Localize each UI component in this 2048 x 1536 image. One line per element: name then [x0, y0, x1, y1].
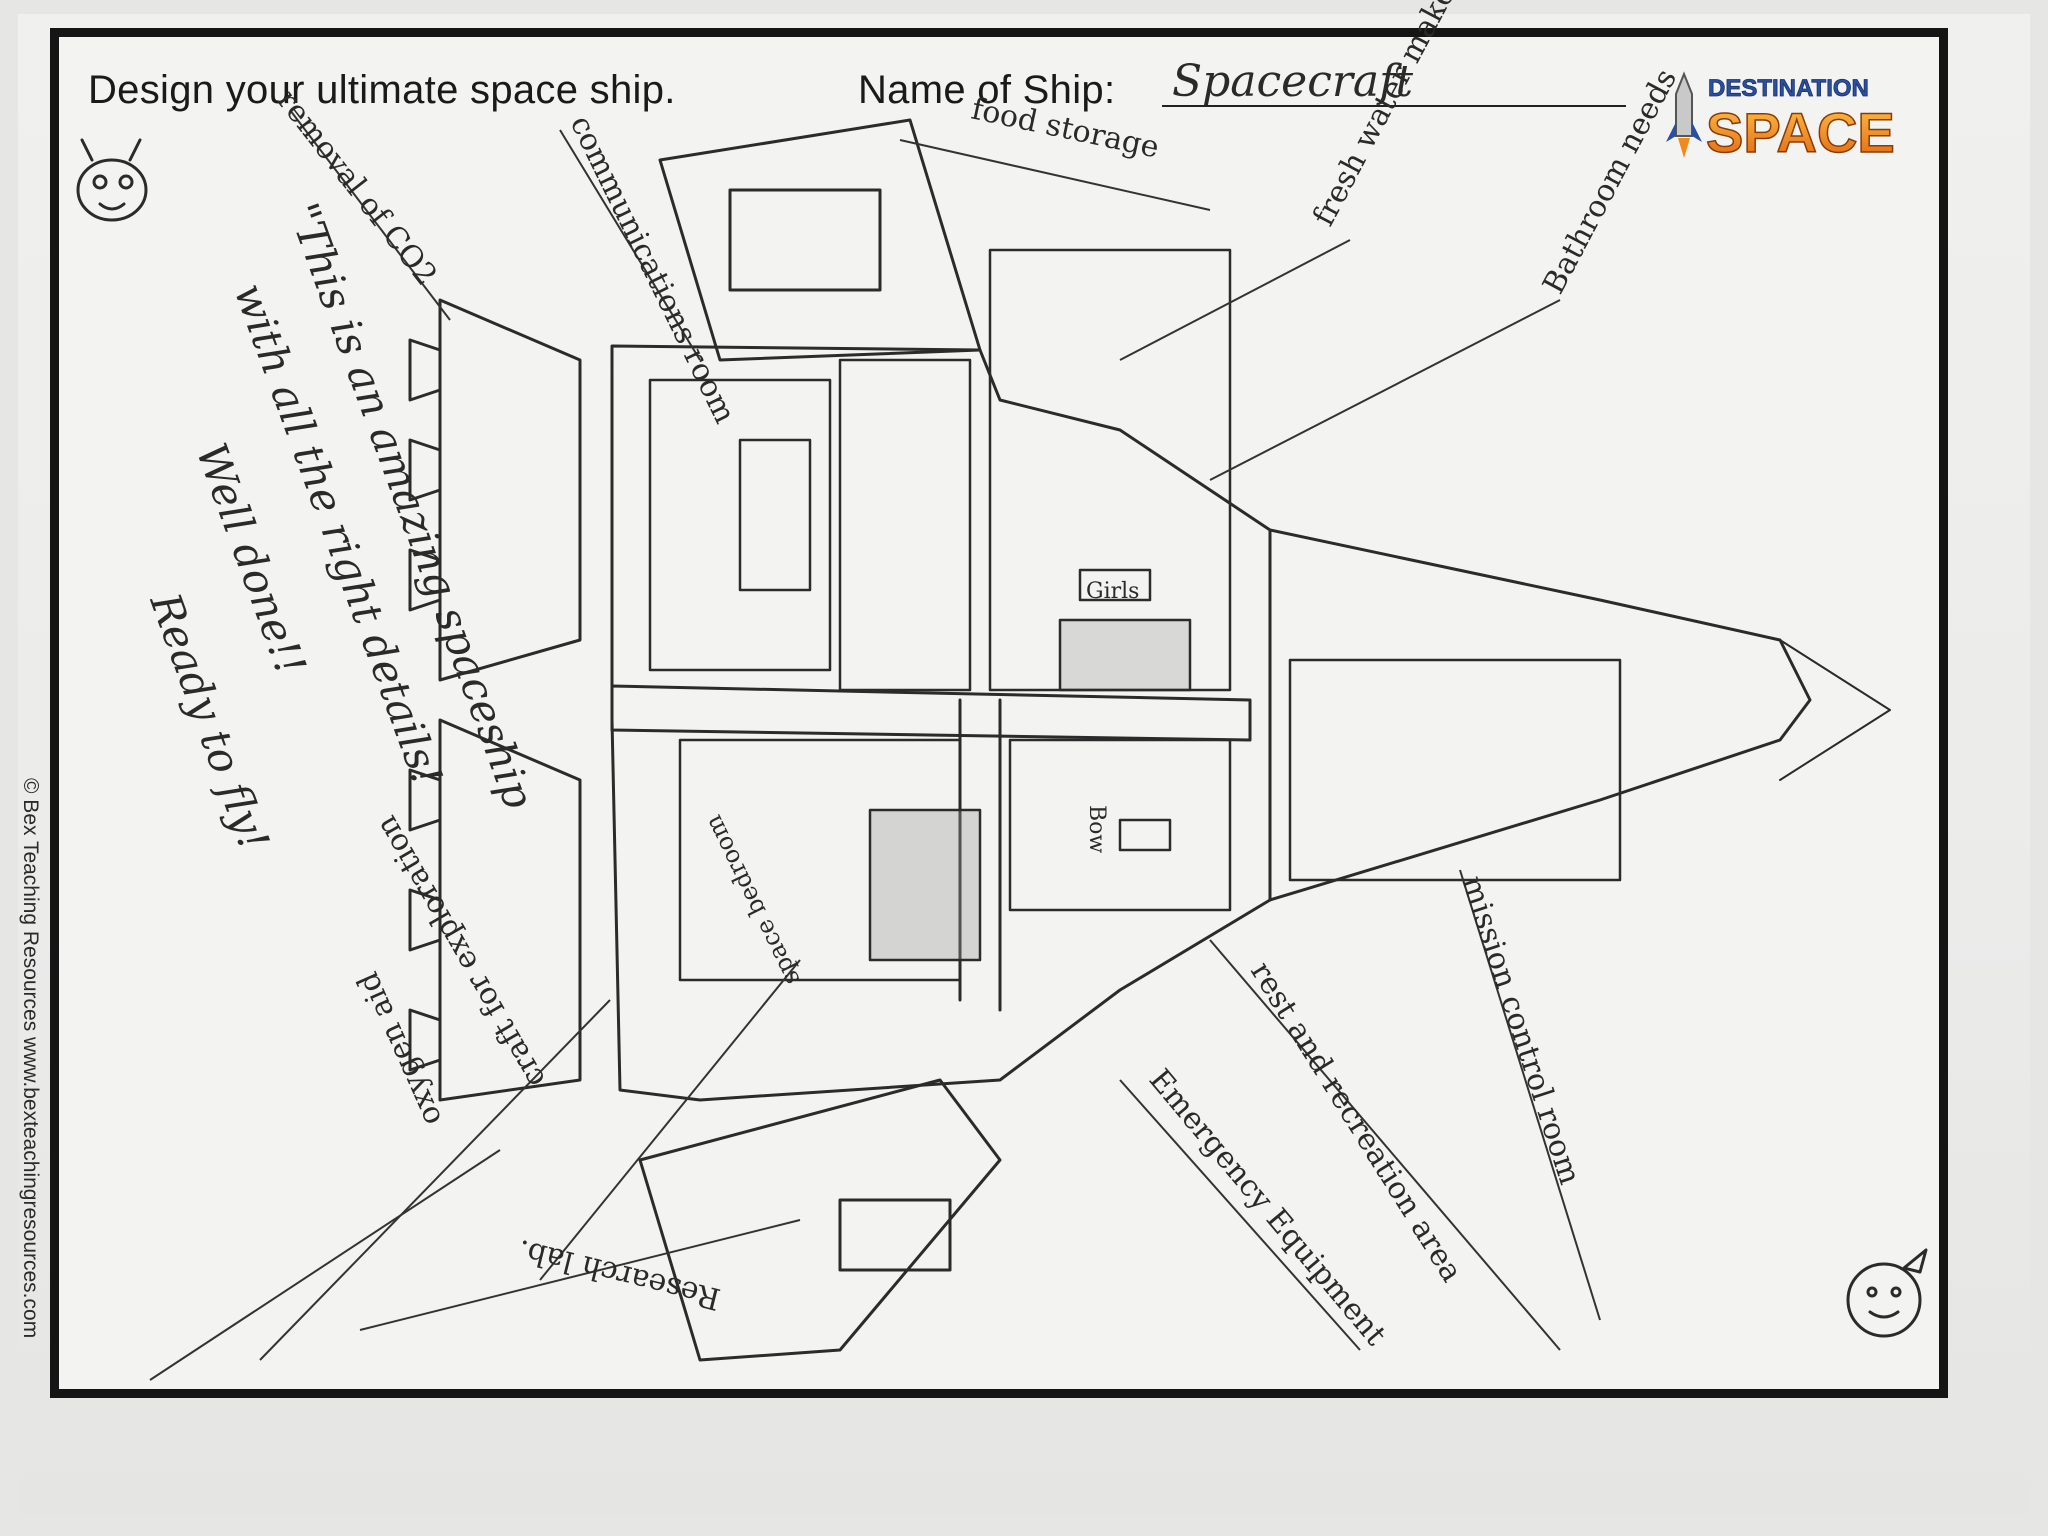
label-bedroom: space bedroom: [699, 811, 806, 990]
label-water: fresh water maker: [1306, 0, 1469, 232]
ship-hull: [610, 344, 1891, 1102]
svg-text:DESTINATION: DESTINATION: [1708, 75, 1869, 102]
comms-room-box: [648, 378, 832, 672]
ship-name-value: Spacecraft: [1172, 56, 1413, 107]
ship-name-label: Name of Ship:: [858, 68, 1116, 112]
svg-text:SPACE: SPACE: [1706, 101, 1895, 162]
room-2-box: [838, 358, 972, 692]
label-girls: Girls: [1086, 579, 1139, 604]
rooms: [648, 248, 1622, 982]
engine-bottom: [408, 718, 582, 1102]
label-co2: removal of CO2: [270, 83, 444, 292]
label-mission: mission control room: [1454, 872, 1587, 1189]
leader-lines: [149, 109, 1601, 1381]
label-food: food storage: [968, 92, 1162, 166]
smiley-doodle-icon: [1846, 1248, 1928, 1338]
lower-wing: [638, 1078, 1002, 1362]
prompt-text: Design your ultimate space ship.: [88, 68, 676, 112]
rocket-icon: [1666, 71, 1702, 158]
rest-area-box: [1008, 738, 1232, 912]
bedroom-box: [678, 738, 962, 982]
destination-space-logo: DESTINATION SPACE: [1666, 71, 1896, 162]
label-bow: Bow: [1084, 805, 1109, 853]
upper-wing: [658, 118, 982, 362]
alien-doodle-icon: [76, 138, 148, 222]
label-bathroom: Bathroom needs: [1536, 63, 1684, 299]
label-oxygen: oxygen aid: [350, 967, 449, 1131]
label-research: Research lab.: [514, 1232, 724, 1316]
mission-control-box: [1288, 658, 1622, 882]
engine-top: [408, 298, 582, 682]
